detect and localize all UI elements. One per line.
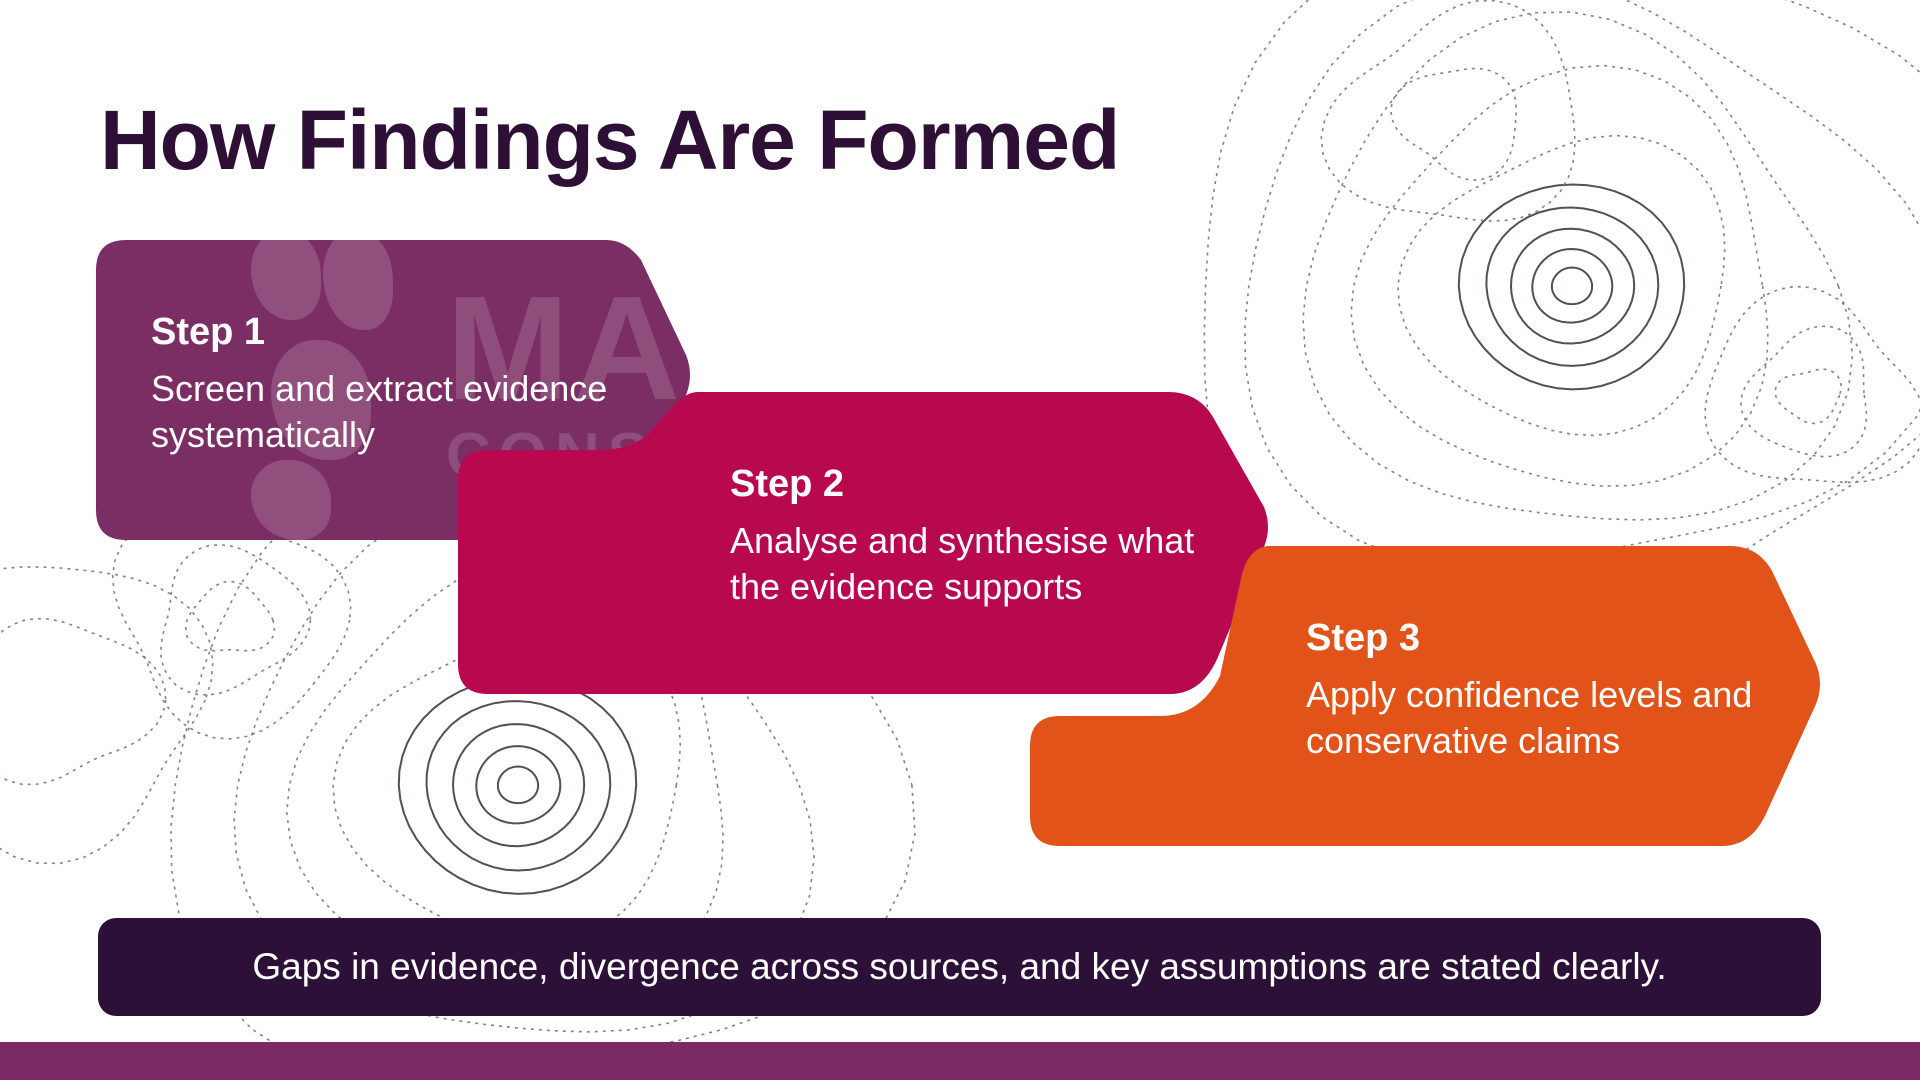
contour-line <box>475 745 562 825</box>
contour-line <box>1550 266 1594 306</box>
step-2-description: Analyse and synthesise what the evidence… <box>730 519 1195 608</box>
step-1-description: Screen and extract evidence systematical… <box>151 367 608 456</box>
step-2-label: Step 2 <box>730 463 845 505</box>
contour-line <box>1397 134 1726 437</box>
footer-bar <box>0 1042 1920 1080</box>
contour-line <box>1509 227 1636 345</box>
contour-line <box>1774 368 1842 425</box>
contour-line <box>0 617 167 786</box>
contour-lines-misc <box>0 0 1920 865</box>
step-2-text: Step 2 Analyse and synthesise what the e… <box>730 462 1230 611</box>
contour-line <box>160 543 312 696</box>
contour-line <box>451 723 586 848</box>
step-3-description: Apply confidence levels and conservative… <box>1306 673 1753 762</box>
contour-line <box>1531 247 1614 324</box>
contour-line <box>111 513 352 740</box>
contour-line <box>1457 183 1686 391</box>
contour-line <box>1485 206 1660 367</box>
step-3-card: Step 3 Apply confidence levels and conse… <box>1030 546 1824 846</box>
contour-line <box>1740 325 1868 458</box>
step-1-text: Step 1 Screen and extract evidence syste… <box>151 310 611 459</box>
slide-title: How Findings Are Formed <box>100 93 1120 187</box>
step-3-shape-fill <box>1030 546 1820 846</box>
step-3-text: Step 3 Apply confidence levels and conse… <box>1306 616 1786 765</box>
step-3-label: Step 3 <box>1306 617 1421 659</box>
contour-line <box>1302 11 1854 521</box>
contour-line <box>1244 0 1920 568</box>
contour-line <box>1390 67 1518 181</box>
step-2-arrow-shape <box>458 392 1268 694</box>
contour-line <box>1350 64 1769 487</box>
contour-line <box>496 765 540 805</box>
contour-line <box>1704 285 1920 484</box>
contour-rings-top-right <box>1203 0 1920 670</box>
step-2-card: Step 2 Analyse and synthesise what the e… <box>458 392 1272 694</box>
step-1-label: Step 1 <box>151 311 266 353</box>
summary-banner: Gaps in evidence, divergence across sour… <box>98 918 1821 1016</box>
contour-line <box>0 566 214 865</box>
step-3-arrow-shape <box>1030 546 1820 846</box>
contour-line <box>397 677 638 895</box>
step-2-shape-fill <box>458 392 1268 694</box>
contour-line <box>184 580 276 652</box>
contour-line <box>1320 0 1576 222</box>
summary-banner-text: Gaps in evidence, divergence across sour… <box>252 946 1667 987</box>
contour-line <box>425 700 612 872</box>
